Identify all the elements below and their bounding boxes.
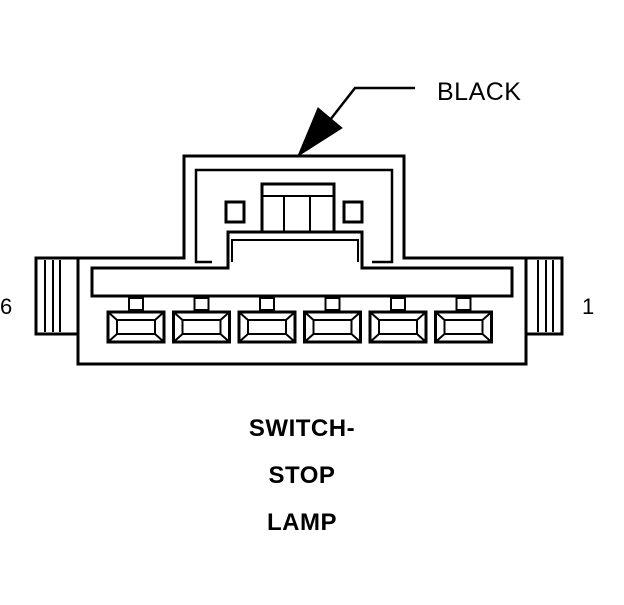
terminal-cavity <box>303 297 362 344</box>
callout-label-color: BLACK <box>437 78 522 106</box>
callout-arrowhead <box>296 107 343 158</box>
callout-leader-line <box>329 86 415 121</box>
tower-inner-outline <box>194 168 394 264</box>
left-latch <box>34 256 78 336</box>
lock-step <box>90 230 514 298</box>
terminal-cavity <box>172 297 231 344</box>
connector-body <box>76 154 528 366</box>
connector-title: SWITCH- STOP LAMP <box>212 405 392 546</box>
pin-label-right: 1 <box>582 294 595 319</box>
title-line-3: LAMP <box>267 509 337 536</box>
terminal-cavities <box>106 297 493 344</box>
terminal-cavity <box>237 297 297 344</box>
terminal-cavity <box>106 297 166 344</box>
tab-right <box>342 200 364 224</box>
title-line-1: SWITCH- <box>248 415 356 442</box>
title-line-2: STOP <box>268 462 336 489</box>
tab-left <box>224 200 246 224</box>
terminal-cavity <box>368 297 428 344</box>
terminal-cavity <box>434 297 493 344</box>
lock-tab <box>260 182 336 234</box>
pin-label-left: 6 <box>0 294 13 319</box>
right-latch <box>526 256 564 336</box>
